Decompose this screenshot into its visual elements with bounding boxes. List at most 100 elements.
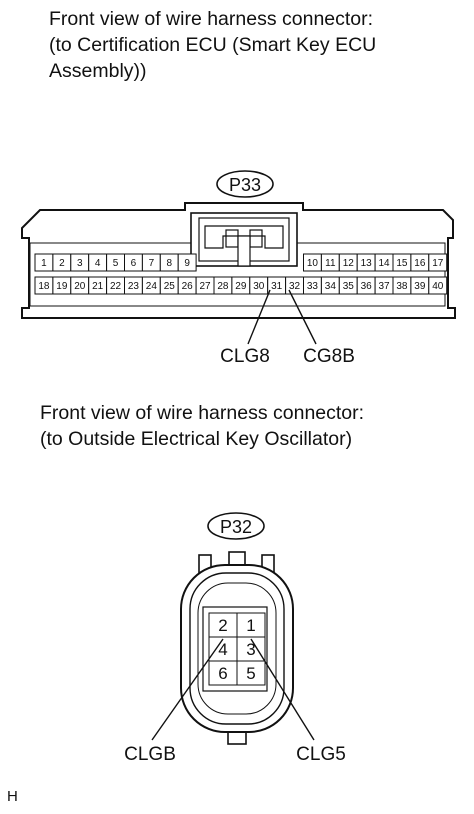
pin-cell: 6 (208, 660, 238, 686)
callout-leader-clg8 (247, 289, 271, 345)
terminal-number: 1 (41, 258, 47, 269)
terminal-cell: 10 (303, 253, 322, 272)
terminal-number: 39 (414, 281, 426, 292)
callout-label-clg5: CLG5 (296, 744, 346, 765)
terminal-number: 14 (378, 258, 390, 269)
caption-line: (to Certification ECU (Smart Key ECU (49, 34, 377, 56)
pin-cell: 4 (208, 636, 238, 662)
terminal-number: 10 (307, 258, 319, 269)
pin-cell: 1 (236, 612, 266, 638)
terminal-cell: 33 (303, 276, 322, 295)
connector-label-p32: P32 (220, 517, 252, 537)
terminal-cell: 38 (392, 276, 412, 295)
terminal-cell: 21 (88, 276, 108, 295)
terminal-number: 12 (343, 258, 355, 269)
terminal-number: 15 (396, 258, 408, 269)
terminal-number: 38 (396, 281, 408, 292)
callout-label-cg8b: CG8B (303, 346, 355, 367)
terminal-cell: 30 (249, 276, 269, 295)
terminal-number: 2 (59, 258, 65, 269)
pin-cell: 2 (208, 612, 238, 638)
terminal-cell: 12 (338, 253, 358, 272)
footer-code: H (7, 788, 18, 805)
terminal-number: 11 (325, 258, 336, 269)
terminal-cell: 18 (34, 276, 54, 295)
connector-inner-frame (29, 242, 446, 307)
terminal-number: 22 (110, 281, 122, 292)
caption-key-oscillator: Front view of wire harness connector: (t… (40, 400, 364, 452)
terminal-cell: 28 (213, 276, 233, 295)
terminal-cell: 35 (338, 276, 358, 295)
terminal-cell: 11 (320, 253, 340, 272)
connector-label-p33: P33 (229, 175, 261, 195)
pin-cell: 3 (236, 636, 266, 662)
terminal-cell: 6 (124, 253, 143, 272)
terminal-cell: 4 (88, 253, 108, 272)
terminal-number: 31 (271, 281, 283, 292)
terminal-number: 5 (246, 664, 255, 683)
callout-leader-clgb (151, 638, 224, 741)
terminal-number: 4 (95, 258, 101, 269)
terminal-number: 5 (113, 258, 119, 269)
terminal-cell: 37 (374, 276, 394, 295)
caption-line: (to Outside Electrical Key Oscillator) (40, 428, 353, 450)
terminal-cell: 3 (70, 253, 90, 272)
terminal-number: 35 (343, 281, 355, 292)
terminal-cell: 15 (392, 253, 412, 272)
terminal-number: 8 (166, 258, 172, 269)
terminal-cell: 13 (356, 253, 376, 272)
terminal-cell: 32 (285, 276, 305, 295)
caption-certification-ecu: Front view of wire harness connector: (t… (49, 6, 376, 84)
terminal-number: 33 (307, 281, 319, 292)
terminal-cell: 8 (159, 253, 179, 272)
terminal-number: 4 (218, 640, 227, 659)
terminal-cell: 34 (320, 276, 340, 295)
connector-label-ellipse (216, 170, 274, 198)
terminal-number: 21 (92, 281, 104, 292)
terminal-cell: 27 (195, 276, 215, 295)
terminal-cell: 1 (34, 253, 54, 272)
terminal-cell: 19 (52, 276, 72, 295)
terminal-cell: 2 (52, 253, 72, 272)
connector-housing-inner (189, 572, 285, 725)
terminal-number: 37 (378, 281, 390, 292)
terminal-cell: 31 (267, 276, 287, 295)
connector-label-ellipse (207, 512, 265, 540)
pin-cell: 5 (236, 660, 266, 686)
terminal-number: 27 (199, 281, 211, 292)
callout-leader-cg8b (288, 289, 317, 345)
terminal-number: 13 (361, 258, 373, 269)
terminal-cell: 16 (410, 253, 430, 272)
terminal-cell: 25 (159, 276, 179, 295)
caption-line: Front view of wire harness connector: (49, 8, 374, 30)
terminal-number: 6 (131, 258, 137, 269)
terminal-number: 36 (361, 281, 373, 292)
terminal-cell: 40 (428, 276, 448, 295)
terminal-cell: 20 (70, 276, 90, 295)
terminal-number: 9 (184, 258, 190, 269)
terminal-number: 26 (182, 281, 194, 292)
callout-label-clgb: CLGB (124, 744, 176, 765)
terminal-number: 1 (246, 616, 255, 635)
terminal-number: 6 (218, 664, 227, 683)
terminal-number: 3 (77, 258, 83, 269)
terminal-number: 32 (289, 281, 301, 292)
connector-housing-inner2 (197, 582, 277, 715)
callout-label-clg8: CLG8 (220, 346, 270, 367)
terminal-number: 19 (56, 281, 68, 292)
terminal-cell: 22 (106, 276, 125, 295)
terminal-number: 30 (253, 281, 265, 292)
terminal-number: 34 (325, 281, 337, 292)
terminal-cell: 29 (231, 276, 251, 295)
terminal-number: 7 (149, 258, 155, 269)
connector-lock-latch (190, 212, 298, 267)
terminal-cell: 24 (141, 276, 161, 295)
terminal-number: 20 (74, 281, 86, 292)
terminal-cell: 9 (177, 253, 197, 272)
terminal-number: 25 (164, 281, 176, 292)
terminal-cell: 14 (374, 253, 394, 272)
